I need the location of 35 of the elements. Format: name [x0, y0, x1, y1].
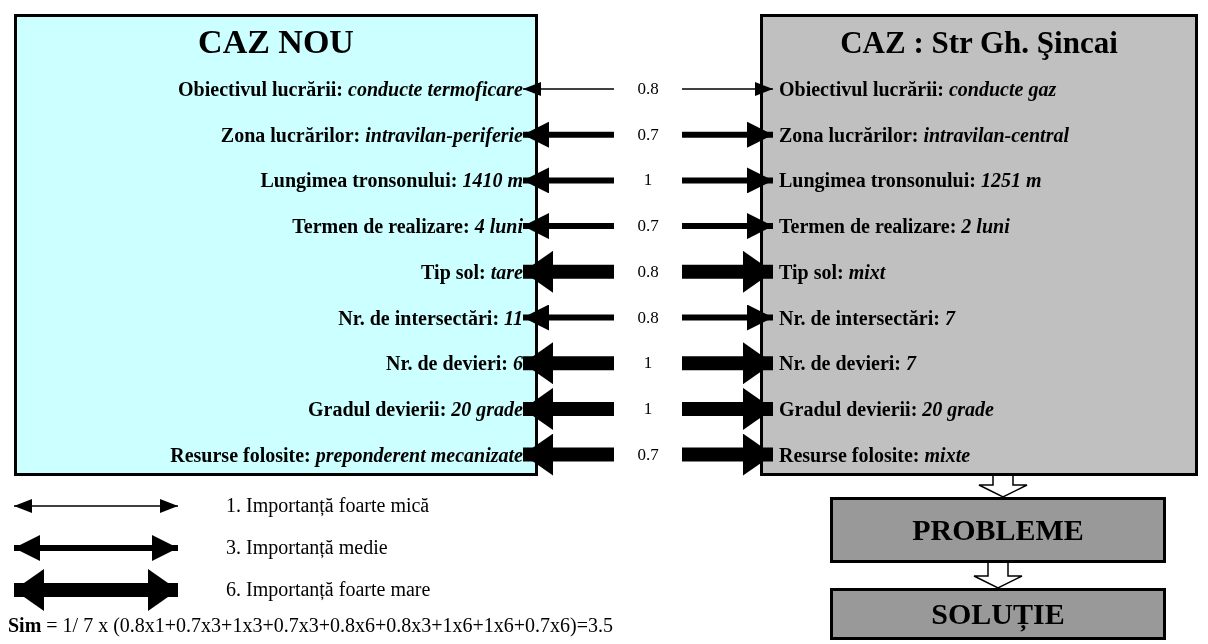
attribute-text: Nr. de devieri: 7 — [773, 343, 1195, 384]
case-title: CAZ NOU — [197, 23, 355, 61]
attribute-text: Nr. de devieri: 6 — [33, 343, 523, 384]
edge-label: 1 — [614, 353, 682, 374]
stage-box — [830, 588, 1166, 640]
attribute-text: Zona lucrărilor: intravilan-central — [773, 114, 1195, 155]
stage-title: PROBLEME — [912, 513, 1084, 547]
attribute-text: Gradul devierii: 20 grade — [33, 388, 523, 429]
attribute-text: Nr. de intersectări: 11 — [33, 297, 523, 338]
attribute-text: Zona lucrărilor: intravilan-periferie — [33, 114, 523, 155]
attribute-text: Tip sol: tare — [33, 251, 523, 292]
attribute-text: Tip sol: mixt — [773, 251, 1195, 292]
legend-text: 1. Importanță foarte mică — [226, 494, 430, 517]
case-card — [760, 14, 1198, 476]
attribute-text: Termen de realizare: 4 luni — [33, 206, 523, 247]
attribute-text: Gradul devierii: 20 grade — [773, 388, 1195, 429]
stage-box — [830, 497, 1166, 563]
legend-text: 3. Importanță medie — [226, 536, 388, 559]
attribute-text: Obiectivul lucrării: conducte termoficare — [33, 69, 523, 109]
attribute-text: Termen de realizare: 2 luni — [773, 206, 1195, 247]
attribute-text: Resurse folosite: mixte — [773, 434, 1195, 475]
stage-title: SOLUȚIE — [931, 597, 1065, 631]
formula-text: Sim = 1/ 7 x (0.8x1+0.7x3+1x3+0.7x3+0.8x6+0.8x3+1x6+1x6+0.7x6)=3.5 — [8, 614, 613, 637]
edge-label: 0.7 — [614, 444, 682, 465]
case-card — [14, 14, 538, 476]
case-title: CAZ : Str Gh. Şincai — [839, 25, 1119, 61]
legend-text: 6. Importanță foarte mare — [226, 578, 431, 601]
attribute-text: Resurse folosite: preponderent mecanizate — [33, 434, 523, 475]
edge-label: 0.8 — [614, 261, 682, 282]
attribute-text: Lungimea tronsonului: 1251 m — [773, 160, 1195, 201]
block-arrow — [978, 475, 1028, 498]
block-arrow — [973, 562, 1023, 589]
attribute-text: Obiectivul lucrării: conducte gaz — [773, 69, 1195, 109]
attribute-text: Lungimea tronsonului: 1410 m — [33, 160, 523, 201]
attribute-text: Nr. de intersectări: 7 — [773, 297, 1195, 338]
